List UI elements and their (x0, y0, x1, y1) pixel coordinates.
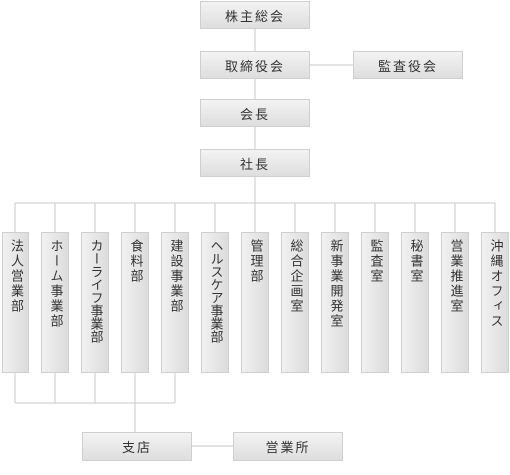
department-label: 秘書室 (407, 239, 423, 284)
board-of-directors-box: 取締役会 (200, 51, 310, 79)
department-box: 沖縄オフィス (481, 232, 509, 373)
shareholders-meeting-label: 株主総会 (224, 9, 285, 25)
department-label: 食料部 (127, 239, 143, 284)
department-box: 法人営業部 (2, 232, 29, 373)
sales-office-label: 営業所 (265, 441, 311, 456)
department-label: 建設事業部 (167, 239, 183, 314)
department-label: 営業推進室 (447, 239, 463, 314)
department-box: 総合企画室 (281, 232, 309, 373)
department-box: ホーム事業部 (41, 232, 69, 373)
department-box: ヘルスケア事業部 (201, 232, 229, 373)
department-label: 新事業開発室 (327, 239, 343, 329)
department-box: 新事業開発室 (321, 232, 349, 373)
department-label: 総合企画室 (287, 239, 303, 314)
chairman-box: 会長 (200, 99, 310, 127)
department-label: 法人営業部 (8, 239, 23, 314)
president-box: 社長 (200, 149, 310, 177)
branch-box: 支店 (82, 432, 192, 461)
chairman-label: 会長 (239, 107, 270, 123)
board-of-directors-label: 取締役会 (224, 59, 285, 75)
department-box: 営業推進室 (441, 232, 469, 373)
department-box: 秘書室 (401, 232, 429, 373)
shareholders-meeting-box: 株主総会 (200, 1, 310, 29)
department-label: 監査室 (367, 239, 383, 284)
department-label: ヘルスケア事業部 (207, 239, 223, 343)
department-box: 監査室 (361, 232, 389, 373)
department-box: 建設事業部 (161, 232, 189, 373)
department-label: 管理部 (247, 239, 263, 284)
department-label: ホーム事業部 (47, 239, 63, 329)
president-label: 社長 (239, 157, 270, 173)
board-of-auditors-label: 監査役会 (377, 59, 438, 75)
department-box: 管理部 (241, 232, 269, 373)
department-box: 食料部 (121, 232, 149, 373)
sales-office-box: 営業所 (233, 432, 343, 461)
department-label: 沖縄オフィス (487, 239, 503, 329)
branch-label: 支店 (121, 441, 152, 456)
board-of-auditors-box: 監査役会 (353, 51, 463, 79)
department-label: カーライフ事業部 (87, 239, 103, 343)
department-box: カーライフ事業部 (81, 232, 109, 373)
